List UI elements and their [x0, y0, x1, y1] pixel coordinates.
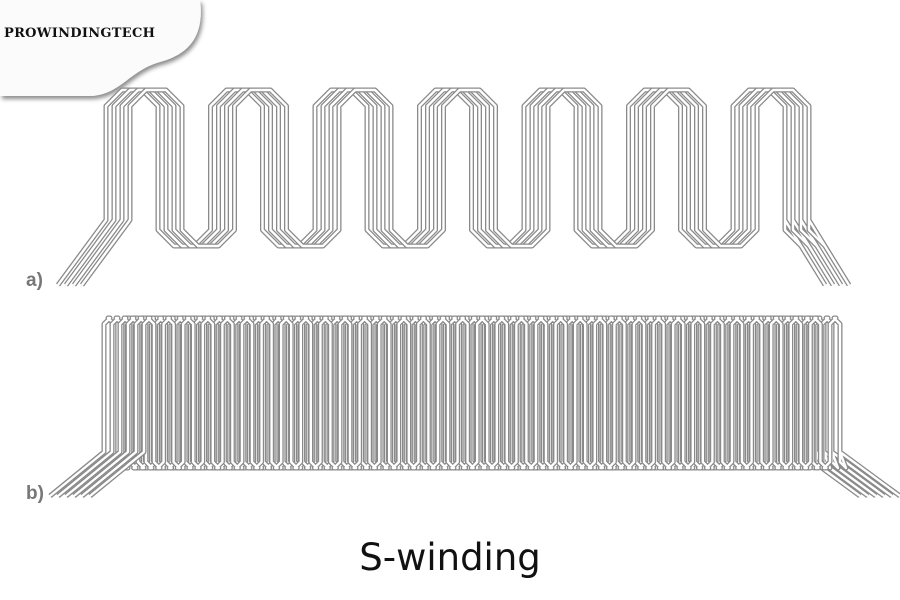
logo-badge	[0, 0, 201, 96]
wire	[89, 316, 900, 497]
wire	[73, 88, 843, 286]
winding-b	[48, 315, 900, 499]
label-b: b)	[26, 483, 44, 504]
caption: S-winding	[359, 536, 541, 579]
wire	[81, 88, 851, 286]
winding-a	[55, 87, 852, 287]
s-winding-diagram	[48, 87, 900, 499]
label-a: a)	[26, 270, 43, 291]
wire	[71, 87, 844, 287]
logo-text: PROWINDINGTECH	[4, 26, 156, 41]
